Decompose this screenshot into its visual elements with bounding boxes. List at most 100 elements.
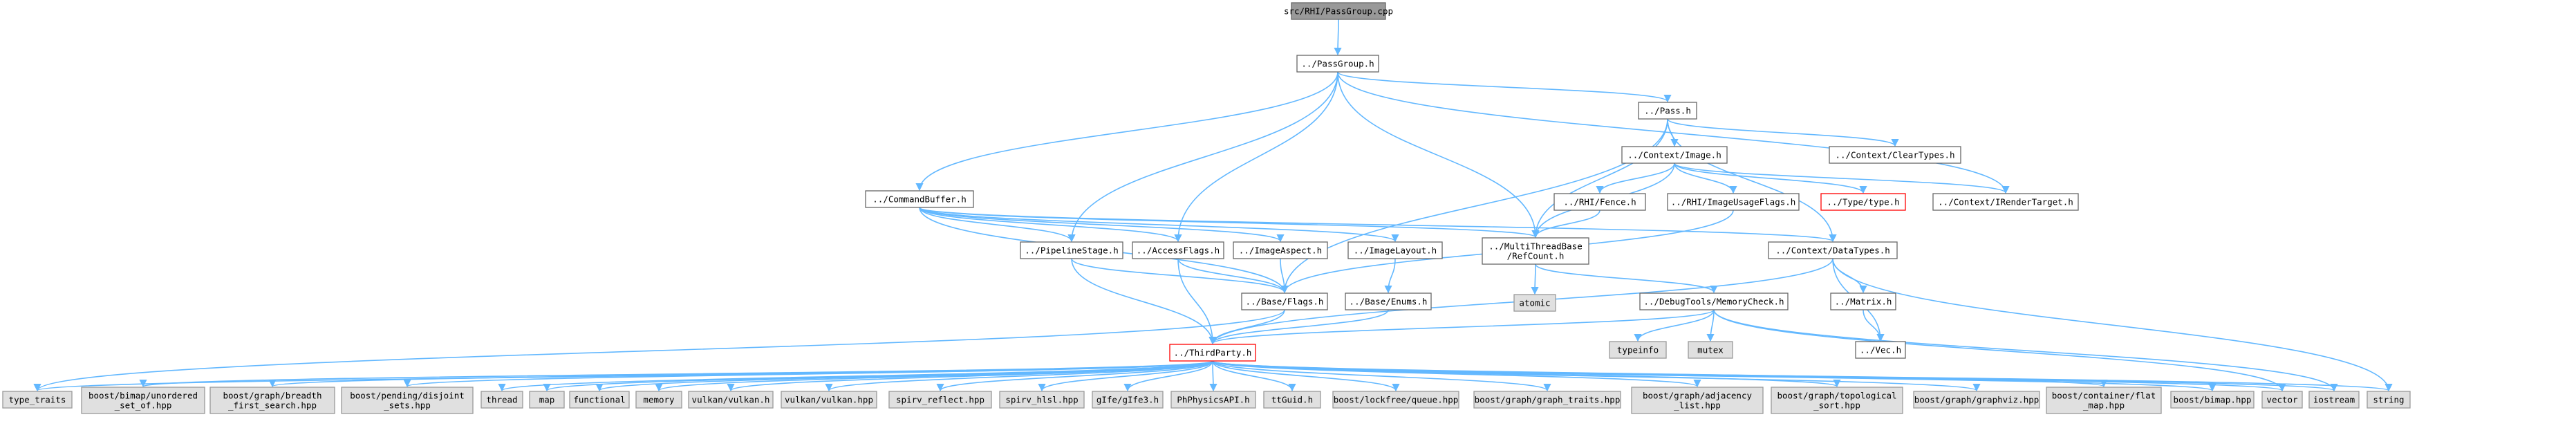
edge-passgroup-to-irender	[1337, 71, 2010, 194]
node-s_spirv_hlsl: spirv_hlsl.hpp	[999, 391, 1085, 409]
node-fence[interactable]: ../RHI/Fence.h	[1553, 193, 1646, 211]
edge-ctximage-to-fence	[1596, 162, 1675, 194]
node-s_flatmap: boost/container/flat_map.hpp	[2046, 387, 2162, 414]
node-cleartypes[interactable]: ../Context/ClearTypes.h	[1829, 146, 1961, 164]
node-box	[1768, 241, 1898, 259]
node-pipeline[interactable]: ../PipelineStage.h	[1020, 241, 1123, 259]
node-box	[688, 391, 774, 409]
node-box	[1482, 237, 1589, 265]
node-box	[2261, 391, 2303, 409]
edge-thirdparty-to-s_gif	[1123, 360, 1213, 392]
edge-cmdbuf-to-datatypes	[919, 207, 1837, 243]
node-box	[2367, 391, 2411, 409]
node-label: ../AccessFlags.h	[1137, 245, 1220, 256]
node-label: atomic	[1519, 298, 1550, 308]
node-label: ../Type/type.h	[1827, 197, 1899, 207]
node-label: boost/graph/adjacency	[1643, 391, 1753, 401]
edge-datatypes-to-matrix	[1832, 258, 1867, 294]
edge-pipeline-to-thirdparty	[1071, 258, 1217, 345]
node-memcheck[interactable]: ../DebugTools/MemoryCheck.h	[1639, 292, 1789, 310]
node-s_functional: functional	[569, 391, 630, 409]
node-label: ../RHI/Fence.h	[1563, 197, 1636, 207]
node-label: boost/graph/breadth	[223, 391, 322, 401]
node-aspect[interactable]: ../ImageAspect.h	[1233, 241, 1328, 259]
edge-memcheck-to-thirdparty	[1208, 309, 1715, 345]
edge-thirdparty-to-s_spirv_reflect	[936, 360, 1213, 392]
node-irender[interactable]: ../Context/IRenderTarget.h	[1932, 193, 2079, 211]
node-refcount[interactable]: ../MultiThreadBase/RefCount.h	[1482, 237, 1589, 265]
edge-thirdparty-to-s_disjoint	[404, 360, 1213, 388]
edge-thirdparty-to-s_topological	[1212, 360, 1841, 388]
node-label: boost/container/flat	[2052, 391, 2156, 401]
node-box	[1513, 294, 1556, 312]
edge-thirdparty-to-s_vulkan_hpp	[825, 360, 1213, 392]
node-layout[interactable]: ../ImageLayout.h	[1347, 241, 1443, 259]
node-vech[interactable]: ../Vec.h	[1855, 341, 1906, 359]
edge-passgroup-to-access	[1174, 71, 1338, 243]
edge-refcount-to-memcheck	[1535, 263, 1718, 294]
node-matrix[interactable]: ../Matrix.h	[1830, 292, 1896, 310]
node-flags[interactable]: ../Base/Flags.h	[1241, 292, 1328, 310]
edge-memcheck-to-typeinfo	[1634, 309, 1715, 342]
node-box	[529, 391, 565, 409]
edge-cmdbuf-to-access	[919, 207, 1182, 243]
node-cmdbuf[interactable]: ../CommandBuffer.h	[865, 190, 974, 208]
node-s_bimap_unordered: boost/bimap/unordered_set_of.hpp	[81, 387, 205, 414]
edge-thirdparty-to-s_lockfree	[1212, 360, 1400, 392]
edge-pipeline-to-flags	[1071, 258, 1289, 294]
node-box	[480, 391, 523, 409]
edge-pass-to-datatypes	[1667, 118, 1837, 243]
node-pass[interactable]: ../Pass.h	[1638, 102, 1697, 120]
edge-pass-to-refcount	[1531, 118, 1668, 239]
node-label: ../Base/Flags.h	[1246, 297, 1324, 307]
node-label: type_traits	[9, 395, 66, 405]
node-enums[interactable]: ../Base/Enums.h	[1345, 292, 1432, 310]
node-box	[1332, 391, 1459, 409]
node-label: ../Base/Enums.h	[1350, 297, 1428, 307]
node-label: boost/lockfree/queue.hpp	[1334, 395, 1459, 405]
node-s_breadth: boost/graph/breadth_first_search.hpp	[209, 387, 335, 414]
edge-flags-to-thirdparty	[1208, 309, 1285, 345]
node-s_disjoint: boost/pending/disjoint_sets.hpp	[341, 387, 474, 414]
node-box	[1631, 387, 1764, 414]
node-label: PhPhysicsAPI.h	[1177, 395, 1249, 405]
edge-memcheck-to-s_iostream	[1713, 309, 2338, 392]
node-ctximage[interactable]: ../Context/Image.h	[1621, 146, 1728, 164]
node-label: ../RHI/ImageUsageFlags.h	[1671, 197, 1796, 207]
node-s_graphviz: boost/graph/graphviz.hpp	[1913, 391, 2040, 409]
node-root[interactable]: src/RHI/PassGroup.cpp	[1284, 2, 1393, 20]
node-label: _set_of.hpp	[115, 400, 172, 411]
node-s_graph_traits: boost/graph/graph_traits.hpp	[1473, 391, 1621, 409]
node-box	[1855, 341, 1906, 359]
node-label: typeinfo	[1617, 345, 1659, 355]
node-box	[569, 391, 630, 409]
edge-enums-to-thirdparty	[1208, 309, 1389, 345]
node-access[interactable]: ../AccessFlags.h	[1132, 241, 1224, 259]
edge-ctximage-to-usage	[1674, 162, 1737, 194]
node-passgroup[interactable]: ../PassGroup.h	[1296, 55, 1379, 73]
edge-thirdparty-to-s_vulkan_h	[727, 360, 1213, 392]
node-box	[1639, 292, 1789, 310]
node-s_memory: memory	[635, 391, 682, 409]
edge-thirdparty-to-s_graph_traits	[1212, 360, 1551, 392]
edge-pass-to-cleartypes	[1667, 118, 1899, 147]
node-box	[1771, 387, 1903, 414]
node-s_lockfree: boost/lockfree/queue.hpp	[1332, 391, 1459, 409]
node-label: iostream	[2313, 395, 2355, 405]
node-s_vulkan_hpp: vulkan/vulkan.hpp	[781, 391, 877, 409]
edge-memcheck-to-mutex	[1706, 309, 1715, 342]
node-s_thread: thread	[480, 391, 523, 409]
node-label: mutex	[1697, 345, 1724, 355]
node-usage[interactable]: ../RHI/ImageUsageFlags.h	[1667, 193, 1800, 211]
node-label: ../ThirdParty.h	[1174, 348, 1252, 358]
edge-passgroup-to-pipeline	[1067, 71, 1338, 243]
edge-aspect-to-flags	[1280, 258, 1289, 294]
edge-memcheck-to-s_vector	[1713, 309, 2286, 392]
node-datatypes[interactable]: ../Context/DataTypes.h	[1768, 241, 1898, 259]
node-box	[1020, 241, 1123, 259]
edge-cmdbuf-to-layout	[919, 207, 1399, 243]
node-label: ../ImageLayout.h	[1354, 245, 1437, 256]
edge-passgroup-to-pass	[1337, 71, 1672, 103]
node-label: vector	[2266, 395, 2298, 405]
